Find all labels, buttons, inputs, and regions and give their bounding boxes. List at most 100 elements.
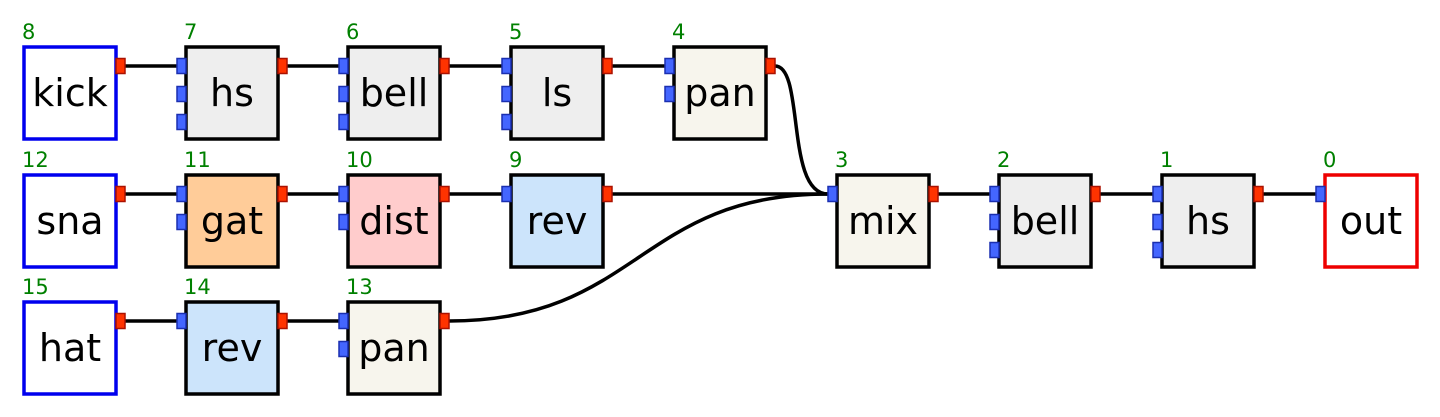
wire-layer xyxy=(125,64,1316,323)
output-port[interactable] xyxy=(439,57,450,75)
input-port-2[interactable] xyxy=(664,85,675,103)
node-box[interactable] xyxy=(509,173,605,269)
node-mix-3[interactable]: 3 mix xyxy=(827,148,939,269)
node-label: gat xyxy=(201,199,263,243)
wire-4-to-3 xyxy=(774,64,829,196)
node-index: 11 xyxy=(184,148,211,172)
output-port[interactable] xyxy=(439,185,450,203)
output-port[interactable] xyxy=(602,185,613,203)
node-index: 14 xyxy=(184,275,211,299)
input-port-1[interactable] xyxy=(664,57,675,75)
input-port-2[interactable] xyxy=(176,213,187,231)
node-label: hs xyxy=(1186,199,1230,243)
node-box[interactable] xyxy=(22,300,118,396)
node-label: hs xyxy=(210,71,254,115)
output-port[interactable] xyxy=(277,312,288,330)
node-box[interactable] xyxy=(509,45,605,141)
node-index: 5 xyxy=(509,20,522,44)
node-label: bell xyxy=(1011,199,1080,243)
output-port[interactable] xyxy=(115,57,126,75)
node-label: rev xyxy=(202,326,263,370)
input-port-2[interactable] xyxy=(1152,213,1163,231)
node-box[interactable] xyxy=(184,45,280,141)
output-port[interactable] xyxy=(277,57,288,75)
input-port-1[interactable] xyxy=(827,185,838,203)
input-port-2[interactable] xyxy=(176,85,187,103)
node-box[interactable] xyxy=(1160,173,1256,269)
input-port-2[interactable] xyxy=(338,213,349,231)
output-port[interactable] xyxy=(277,185,288,203)
input-port-3[interactable] xyxy=(501,113,512,131)
output-port[interactable] xyxy=(115,185,126,203)
node-hs-1[interactable]: 1hs xyxy=(1152,148,1264,269)
node-bell-2[interactable]: 2 bell xyxy=(989,148,1101,269)
node-index: 8 xyxy=(22,20,35,44)
input-port-3[interactable] xyxy=(1152,241,1163,259)
node-index: 2 xyxy=(997,148,1010,172)
input-port-3[interactable] xyxy=(989,241,1000,259)
node-index: 15 xyxy=(22,275,49,299)
node-index: 3 xyxy=(835,148,848,172)
output-port[interactable] xyxy=(1090,185,1101,203)
input-port-1[interactable] xyxy=(176,312,187,330)
node-box[interactable] xyxy=(672,45,768,141)
node-gat-11[interactable]: 11 gat xyxy=(176,148,288,269)
input-port-2[interactable] xyxy=(338,85,349,103)
node-out-0[interactable]: 0 out xyxy=(1315,148,1419,269)
node-box[interactable] xyxy=(22,45,118,141)
node-ls-5[interactable]: 5ls xyxy=(501,20,613,141)
node-index: 10 xyxy=(346,148,373,172)
node-label: dist xyxy=(359,199,428,243)
input-port-1[interactable] xyxy=(338,57,349,75)
input-port-1[interactable] xyxy=(176,57,187,75)
output-port[interactable] xyxy=(765,57,776,75)
input-port-1[interactable] xyxy=(989,185,1000,203)
node-box[interactable] xyxy=(22,173,118,269)
node-rev-14[interactable]: 14 rev xyxy=(176,275,288,396)
input-port-1[interactable] xyxy=(1315,185,1326,203)
node-hs-7[interactable]: 7 hs xyxy=(176,20,288,141)
node-box[interactable] xyxy=(835,173,931,269)
node-box[interactable] xyxy=(184,173,280,269)
node-index: 12 xyxy=(22,148,49,172)
output-port[interactable] xyxy=(439,312,450,330)
node-index: 9 xyxy=(509,148,522,172)
input-port-1[interactable] xyxy=(501,57,512,75)
node-label: pan xyxy=(358,326,430,370)
input-port-1[interactable] xyxy=(338,312,349,330)
node-label: out xyxy=(1340,199,1402,243)
node-hat-15[interactable]: 15 hat xyxy=(22,275,126,396)
output-port[interactable] xyxy=(115,312,126,330)
node-label: mix xyxy=(848,199,918,243)
output-port[interactable] xyxy=(602,57,613,75)
node-index: 0 xyxy=(1323,148,1336,172)
node-box[interactable] xyxy=(346,45,442,141)
node-label: rev xyxy=(527,199,588,243)
input-port-1[interactable] xyxy=(501,185,512,203)
node-box[interactable] xyxy=(1323,173,1419,269)
node-box[interactable] xyxy=(184,300,280,396)
node-label: hat xyxy=(39,326,101,370)
node-box[interactable] xyxy=(346,173,442,269)
node-dist-10[interactable]: 10 dist xyxy=(338,148,450,269)
node-index: 7 xyxy=(184,20,197,44)
input-port-3[interactable] xyxy=(338,113,349,131)
input-port-2[interactable] xyxy=(501,85,512,103)
input-port-1[interactable] xyxy=(1152,185,1163,203)
input-port-2[interactable] xyxy=(338,340,349,358)
input-port-1[interactable] xyxy=(338,185,349,203)
input-port-2[interactable] xyxy=(989,213,1000,231)
input-port-3[interactable] xyxy=(176,113,187,131)
node-rev-9[interactable]: 9 rev xyxy=(501,148,613,269)
output-port[interactable] xyxy=(928,185,939,203)
input-port-1[interactable] xyxy=(176,185,187,203)
output-port[interactable] xyxy=(1253,185,1264,203)
node-box[interactable] xyxy=(346,300,442,396)
